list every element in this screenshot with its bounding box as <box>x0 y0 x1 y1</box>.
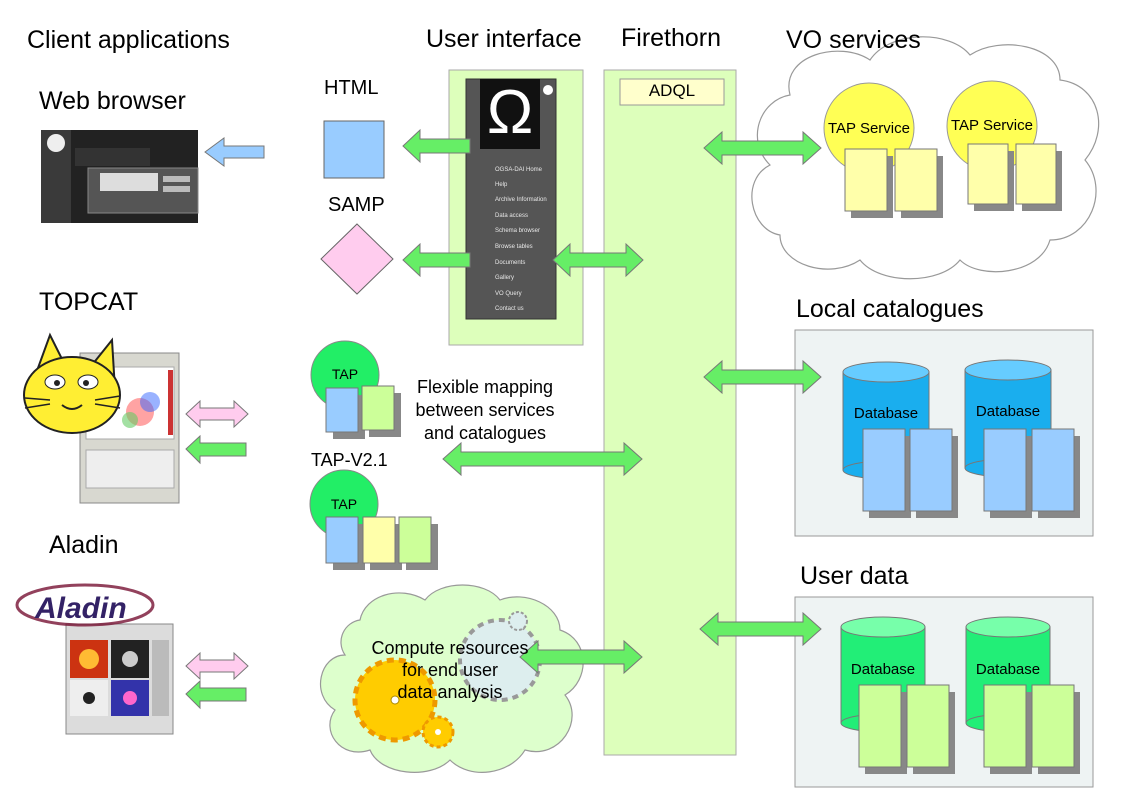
tap-group-1 <box>310 340 401 439</box>
local-catalogues-panel <box>794 329 1094 537</box>
ui-menu-item: OGSA-DAI Home <box>495 167 543 173</box>
svg-text:Aladin: Aladin <box>34 592 127 625</box>
tap-v21-label: TAP-V2.1 <box>311 450 388 470</box>
html-square <box>323 120 385 179</box>
database-label: Database <box>975 403 1041 420</box>
user-data-heading: User data <box>800 562 909 590</box>
tap-label-2: TAP <box>330 496 358 512</box>
user-interface-heading: User interface <box>426 25 582 53</box>
compute-text: Compute resources for end user data anal… <box>360 637 540 703</box>
tap-service-label-1: TAP Service <box>828 120 910 137</box>
mapping-text: Flexible mapping between services and ca… <box>410 376 560 445</box>
arrow-firethorn-local <box>703 359 822 395</box>
topcat-label: TOPCAT <box>39 288 139 316</box>
tap-service-label-2: TAP Service <box>951 117 1033 134</box>
mapping-line-1: Flexible mapping <box>416 377 554 397</box>
arrow-compute-firethorn <box>519 639 643 675</box>
arrow-aladin-tap <box>185 679 247 710</box>
ui-menu-item: Data access <box>495 213 529 219</box>
database-label: Database <box>975 661 1041 678</box>
vo-services-heading: VO services <box>786 26 921 54</box>
compute-cloud <box>319 584 584 773</box>
ui-menu-item: VO Query <box>495 291 522 297</box>
web-browser-thumbnail <box>41 130 199 223</box>
html-label: HTML <box>324 77 379 99</box>
arrow-topcat-tap <box>185 434 247 465</box>
database-label: Database <box>850 661 916 678</box>
arrow-ui-html <box>402 128 471 164</box>
compute-line-2: for end user <box>401 660 499 680</box>
ui-menu-item: Browse tables <box>495 244 533 250</box>
ui-menu-item: Help <box>495 182 508 188</box>
user-data-panel <box>794 596 1094 788</box>
database-label: Database <box>853 405 919 422</box>
ui-menu-item: Schema browser <box>495 228 541 234</box>
ui-menu-item: Gallery <box>495 275 515 281</box>
mapping-line-3: and catalogues <box>423 423 547 443</box>
ui-menu-item: Contact us <box>495 306 524 312</box>
compute-line-3: data analysis <box>397 682 503 702</box>
arrow-ui-firethorn <box>552 242 644 278</box>
adql-label: ADQL <box>648 81 696 100</box>
vo-cloud <box>751 36 1100 280</box>
arrow-mapping-firethorn <box>442 441 643 477</box>
arrow-aladin-samp <box>185 651 249 681</box>
tap-label-1: TAP <box>331 366 359 382</box>
aladin-label: Aladin <box>49 531 119 559</box>
arrow-firethorn-vo <box>703 130 822 166</box>
ui-menu-item: Archive Information <box>495 197 547 203</box>
tap-group-2 <box>309 469 438 570</box>
web-browser-label: Web browser <box>39 87 186 115</box>
arrow-firethorn-userdata <box>699 611 822 647</box>
adql-box <box>619 78 725 106</box>
topcat-thumbnail <box>23 332 180 504</box>
arrow-ui-samp <box>402 242 471 278</box>
local-catalogues-heading: Local catalogues <box>796 295 984 323</box>
ui-menu-item: Documents <box>495 260 526 266</box>
firethorn-heading: Firethorn <box>621 24 722 52</box>
samp-diamond <box>320 223 394 295</box>
svg-text:Ω: Ω <box>487 78 533 147</box>
aladin-thumbnail: Aladin <box>15 583 174 735</box>
client-applications-heading: Client applications <box>27 26 230 54</box>
arrow-topcat-samp <box>185 399 249 429</box>
mapping-line-2: between services <box>415 400 555 420</box>
samp-label: SAMP <box>328 194 385 216</box>
arrow-web-browser <box>204 137 265 167</box>
compute-line-1: Compute resources <box>371 638 529 658</box>
